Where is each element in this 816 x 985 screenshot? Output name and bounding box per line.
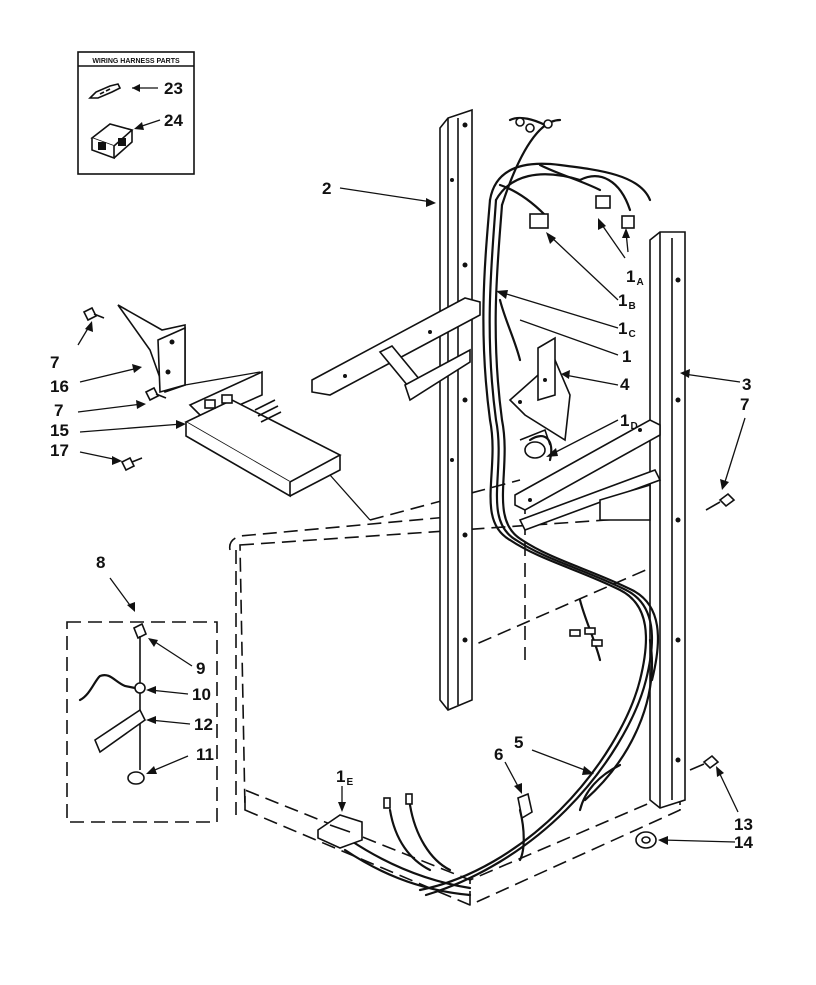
ground-inset-frame xyxy=(66,621,218,823)
mounting-bracket-part-16 xyxy=(117,304,186,394)
screw-7b-icon xyxy=(144,386,167,402)
leader-lines xyxy=(77,187,746,845)
callout-1e: 1E xyxy=(336,767,353,788)
callout-8: 8 xyxy=(96,553,105,572)
control-bracket-part-4 xyxy=(508,336,571,442)
ground-strap-part-12-icon xyxy=(94,708,147,754)
callout-7b: 7 xyxy=(54,401,63,420)
callout-13: 13 xyxy=(734,815,753,834)
ground-lug-part-10-icon xyxy=(134,682,146,694)
main-wiring-harness-part-1 xyxy=(343,116,660,897)
callout-1: 1 xyxy=(622,347,631,366)
callout-2: 2 xyxy=(322,179,331,198)
callout-16: 16 xyxy=(50,377,69,396)
callout-14: 14 xyxy=(734,833,753,852)
callout-15: 15 xyxy=(50,421,69,440)
front-upright-part-3 xyxy=(649,231,686,809)
ground-wire-inset xyxy=(66,621,218,823)
arrowhead-24 xyxy=(134,122,144,130)
arrowhead-23 xyxy=(132,84,140,92)
connector-1a-icon xyxy=(595,195,635,229)
callout-1b: 1B xyxy=(618,291,636,312)
inset-frame xyxy=(77,51,195,175)
callout-9: 9 xyxy=(196,659,205,678)
screw-7c-icon xyxy=(705,492,736,511)
callout-5: 5 xyxy=(514,733,523,752)
connector-1e-icon xyxy=(317,814,363,849)
callout-7c: 7 xyxy=(740,395,749,414)
ground-screw-part-9-icon xyxy=(132,622,148,640)
clip-part-6-icon xyxy=(517,792,533,820)
screw-7a-icon xyxy=(82,306,105,322)
callout-23: 23 xyxy=(164,79,183,98)
callout-11: 11 xyxy=(196,745,214,764)
rear-panel-part-2 xyxy=(439,108,473,711)
callout-24: 24 xyxy=(164,111,183,130)
leader-panel-link xyxy=(329,474,371,521)
screw-part-13-icon xyxy=(689,754,720,771)
ground-wire-icon xyxy=(78,674,137,702)
callout-17: 17 xyxy=(50,441,69,460)
terminal-pair-lower-icon xyxy=(383,793,413,809)
callout-6: 6 xyxy=(494,745,503,764)
nut-part-14-icon xyxy=(635,831,657,849)
connector-1d-icon xyxy=(519,428,551,459)
callout-12: 12 xyxy=(194,715,213,734)
connector-1b-icon xyxy=(529,213,549,229)
callout-3: 3 xyxy=(742,375,751,394)
timer-panel-part-15 xyxy=(184,370,342,498)
callout-1a: 1A xyxy=(626,267,644,288)
ground-nut-part-11-icon xyxy=(127,771,145,785)
callout-1c: 1C xyxy=(618,319,636,340)
terminal-cluster-top-icon xyxy=(515,117,553,133)
part-24-connector-icon xyxy=(90,123,134,160)
screw-17-icon xyxy=(120,456,143,472)
callout-4: 4 xyxy=(620,375,630,394)
inset-title: WIRING HARNESS PARTS xyxy=(92,58,180,65)
leader-bracket-link xyxy=(184,371,261,386)
part-23-terminal-icon xyxy=(88,83,122,99)
callout-7a: 7 xyxy=(50,353,59,372)
callout-labels: 2 1A 1B 1C 1 4 1D 3 7 7 7 16 15 17 8 9 1… xyxy=(50,79,753,852)
front-brackets xyxy=(514,419,662,531)
callout-10: 10 xyxy=(192,685,211,704)
callout-1d: 1D xyxy=(620,411,638,432)
cross-rail xyxy=(311,297,481,402)
terminals-mid-icon xyxy=(569,627,603,647)
wiring-harness-parts-inset: WIRING HARNESS PARTS xyxy=(77,51,195,175)
